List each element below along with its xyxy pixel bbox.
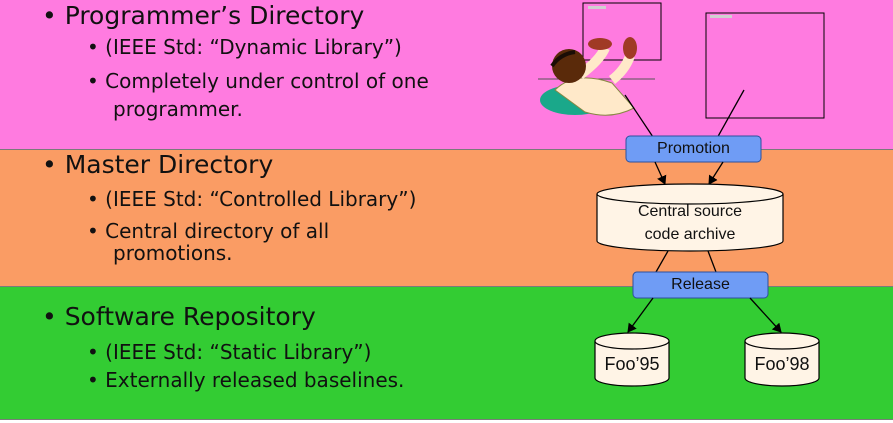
arrow-release-to-foo98	[749, 297, 782, 333]
promotion-box	[625, 135, 762, 163]
programmers-directory-ieee: • (IEEE Std: “Dynamic Library”)	[87, 35, 402, 59]
foo95-label: Foo’95	[604, 354, 660, 374]
master-directory-desc-line1: • Central directory of all	[87, 219, 330, 243]
release-label: Release	[671, 276, 730, 293]
arrow-archive-to-release-right	[707, 250, 717, 273]
arrow-promotion-to-archive-left	[654, 161, 667, 185]
person-at-desk-icon	[538, 37, 655, 116]
screen-caption-left	[588, 6, 606, 9]
software-repository-band	[0, 286, 893, 420]
master-directory-heading: • Master Directory	[42, 150, 274, 179]
workstation-screen-left	[582, 2, 662, 61]
arrow-promotion-to-archive-right	[708, 161, 724, 185]
software-repository-desc: • Externally released baselines.	[87, 368, 405, 392]
master-directory-ieee: • (IEEE Std: “Controlled Library”)	[87, 187, 417, 211]
programmers-directory-desc-line2: programmer.	[113, 97, 243, 121]
arrow-release-to-foo95	[627, 297, 654, 333]
master-directory-desc-line2: promotions.	[113, 241, 233, 265]
software-repository-heading: • Software Repository	[42, 302, 316, 331]
workstation-screen-right	[705, 12, 825, 119]
arrow-screen-to-promotion	[715, 89, 745, 141]
foo98-cylinder	[744, 332, 820, 387]
release-box	[632, 271, 769, 299]
programmers-directory-band	[0, 0, 893, 149]
arrow-workspace-to-promotion	[624, 94, 656, 141]
screen-caption-right	[710, 15, 732, 18]
archive-label-line1: Central source	[637, 203, 743, 220]
programmers-directory-heading: • Programmer’s Directory	[42, 1, 365, 30]
foo98-label: Foo’98	[754, 354, 810, 374]
programmers-directory-desc-line1: • Completely under control of one	[87, 69, 429, 93]
central-archive-cylinder	[596, 183, 784, 252]
archive-label-line2: code archive	[644, 226, 736, 243]
promotion-label: Promotion	[657, 140, 730, 157]
arrow-archive-to-release-left	[655, 250, 669, 273]
foo95-cylinder	[594, 332, 670, 387]
software-repository-ieee: • (IEEE Std: “Static Library”)	[87, 340, 372, 364]
